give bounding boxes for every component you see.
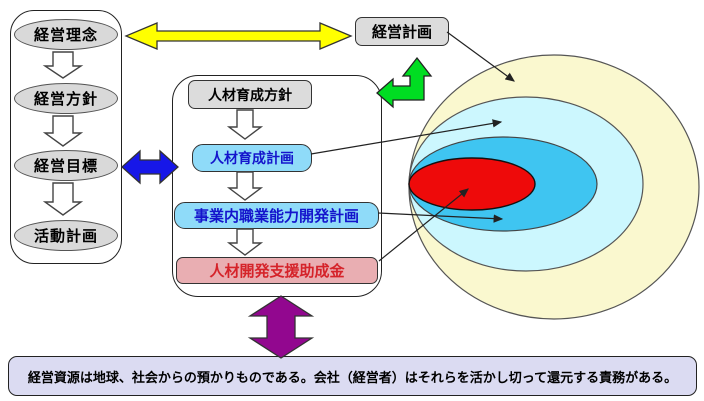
subsidy-box: 人材開発支援助成金: [176, 257, 378, 284]
hr-policy-box: 人材育成方針: [188, 80, 312, 109]
goal-ellipse: 経営目標: [14, 150, 118, 181]
policy-ellipse: 経営方針: [14, 83, 118, 114]
philosophy-ellipse: 経営理念: [14, 19, 118, 50]
bottom-banner: 経営資源は地球、社会からの預かりものである。会社（経営者）はそれらを活かし切って…: [8, 356, 697, 396]
dev-plan-box: 事業内職業能力開発計画: [174, 202, 379, 229]
hr-plan-box: 人材育成計画: [192, 144, 312, 172]
management-plan-box: 経営計画: [355, 17, 449, 46]
action-plan-ellipse: 活動計画: [14, 220, 118, 251]
